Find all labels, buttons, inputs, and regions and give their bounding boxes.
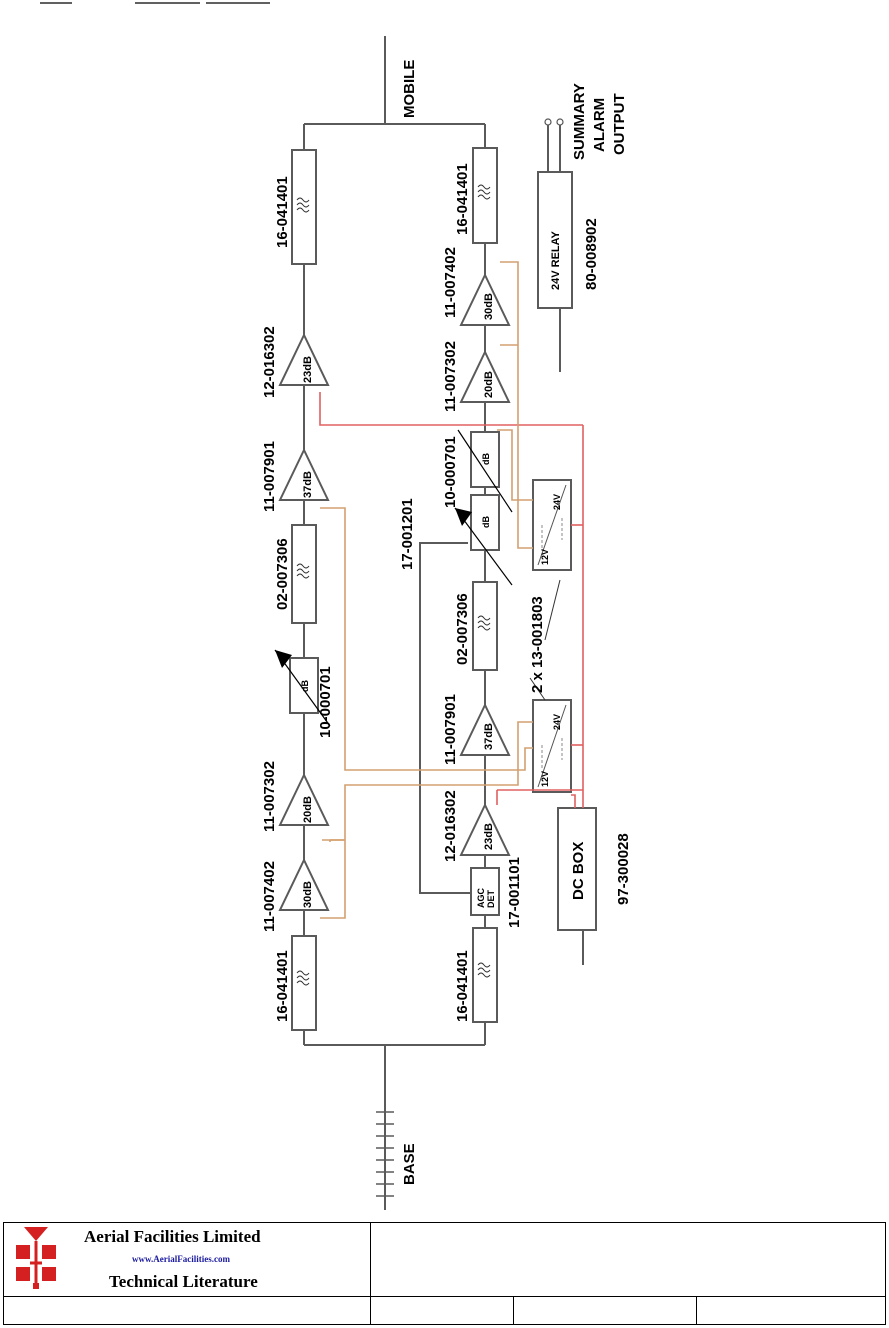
relay-part: 80-008902: [583, 218, 600, 290]
right-amp-37db-part: 11-007901: [442, 694, 459, 765]
orange-power-wires: [320, 261, 533, 919]
left-amp-23db-gain: 23dB: [302, 356, 314, 383]
right-attenuator-1: dB 10-000701: [442, 429, 513, 513]
footer-cell-4: [697, 1297, 886, 1324]
right-agc-part: 17-001101: [506, 857, 523, 928]
mobile-port: MOBILE: [303, 36, 486, 150]
company-name: Aerial Facilities Limited: [84, 1227, 261, 1246]
relay-label: 24V RELAY: [550, 230, 562, 290]
alarm-label-2: ALARM: [591, 98, 608, 152]
alarm-label-3: OUTPUT: [611, 93, 628, 155]
right-filter-top: 16-041401: [454, 147, 498, 244]
left-filter-mid-part: 02-007306: [274, 538, 291, 610]
left-amp-37db-gain: 37dB: [302, 471, 314, 498]
technical-literature-label: Technical Literature: [109, 1272, 258, 1291]
right-agc-detector: AGC DET 17-001101: [470, 857, 523, 928]
left-amp-37db: 37dB 11-007901: [261, 441, 330, 512]
dc-box-label: DC BOX: [570, 842, 587, 900]
right-amp-37db: 37dB 11-007901: [442, 694, 511, 765]
agc-label-1: AGC: [476, 888, 486, 909]
logo-cell: Aerial Facilities Limited www.AerialFaci…: [4, 1223, 371, 1297]
psu-upper-24v: 24V: [552, 494, 562, 510]
dc-box: DC BOX 97-300028: [557, 807, 632, 965]
left-amp-37db-part: 11-007901: [261, 441, 278, 512]
psu-lower-24v: 24V: [552, 714, 562, 730]
right-attenuator-2: dB: [454, 494, 513, 586]
title-block: Aerial Facilities Limited www.AerialFaci…: [3, 1222, 886, 1325]
red-power-wires: [319, 392, 584, 808]
base-antenna-ticks: [376, 1111, 394, 1197]
left-amp-30db-part: 11-007402: [261, 861, 278, 932]
right-amp-23db: 23dB 12-016302: [442, 790, 511, 862]
left-amp-20db: 20dB 11-007302: [261, 761, 330, 832]
right-filter-bottom-part: 16-041401: [454, 950, 471, 1022]
footer-cell-2: [371, 1297, 514, 1324]
alarm-label-1: SUMMARY: [571, 83, 588, 160]
psu-upper-12v: 12V: [540, 549, 550, 565]
title-cell: [371, 1223, 886, 1297]
psu-upper: 24V 12V: [532, 479, 572, 571]
right-amp-30db-part: 11-007402: [442, 247, 459, 318]
right-amp-20db-part: 11-007302: [442, 341, 459, 412]
agc-loop-wire: [419, 542, 471, 894]
right-filter-bottom: 16-041401: [454, 927, 498, 1023]
left-amp-30db-gain: 30dB: [302, 881, 314, 908]
left-amp-20db-gain: 20dB: [302, 796, 314, 823]
left-chain: 16-041401 23dB 12-016302 37dB 11-007901 …: [261, 149, 334, 1031]
relay-box: 24V RELAY 80-008902: [537, 171, 600, 372]
left-attenuator: dB 10-000701: [274, 649, 334, 738]
right-amp-37db-gain: 37dB: [483, 723, 495, 750]
left-filter-top-part: 16-041401: [274, 176, 291, 248]
base-port: BASE: [303, 1022, 486, 1210]
dc-box-part: 97-300028: [615, 833, 632, 905]
left-amp-20db-part: 11-007302: [261, 761, 278, 832]
right-amp-30db: 30dB 11-007402: [442, 247, 511, 326]
footer-cell-1: [4, 1297, 371, 1324]
right-amp-30db-gain: 30dB: [483, 293, 495, 320]
psu-lower-12v: 12V: [540, 771, 550, 787]
left-attenuator-unit: dB: [300, 680, 310, 692]
left-filter-mid: 02-007306: [274, 524, 317, 624]
left-filter-bottom: 16-041401: [274, 935, 317, 1031]
left-amp-30db: 30dB 11-007402: [261, 857, 330, 932]
base-label: BASE: [401, 1143, 418, 1185]
left-filter-top: 16-041401: [274, 149, 317, 265]
agc-label-2: DET: [486, 889, 496, 908]
left-attenuator-part: 10-000701: [317, 666, 334, 738]
company-logo: [16, 1227, 56, 1289]
right-filter-mid: 02-007306: [454, 581, 498, 671]
left-filter-bottom-part: 16-041401: [274, 950, 291, 1022]
right-attenuator-2-unit: dB: [481, 516, 491, 528]
left-amp-23db-part: 12-016302: [261, 326, 278, 398]
right-chain: 16-041401 30dB 11-007402 20dB 11-007302 …: [399, 147, 523, 1023]
right-amp-20db-gain: 20dB: [483, 371, 495, 398]
block-diagram: MOBILE BASE 16-041401 23d: [40, 2, 632, 1210]
psu-note: 2 x 13-001803: [529, 596, 546, 693]
right-filter-top-part: 16-041401: [454, 163, 471, 235]
right-attenuator-1-unit: dB: [481, 453, 491, 465]
right-amp-23db-gain: 23dB: [483, 823, 495, 850]
left-amp-23db: 23dB 12-016302: [261, 326, 330, 398]
company-url[interactable]: www.AerialFacilities.com: [132, 1254, 230, 1264]
psu-lower: 24V 12V: [532, 699, 572, 793]
right-attenuator-1-part: 10-000701: [442, 436, 459, 508]
right-amp-23db-part: 12-016302: [442, 790, 459, 862]
footer-cell-3: [514, 1297, 697, 1324]
right-amp-20db: 20dB 11-007302: [442, 341, 511, 412]
agc-loop-label: 17-001201: [399, 498, 416, 570]
mobile-label: MOBILE: [401, 60, 418, 118]
power-section: SUMMARY ALARM OUTPUT 24V RELAY 80-008902…: [529, 83, 632, 965]
right-filter-mid-part: 02-007306: [454, 593, 471, 665]
